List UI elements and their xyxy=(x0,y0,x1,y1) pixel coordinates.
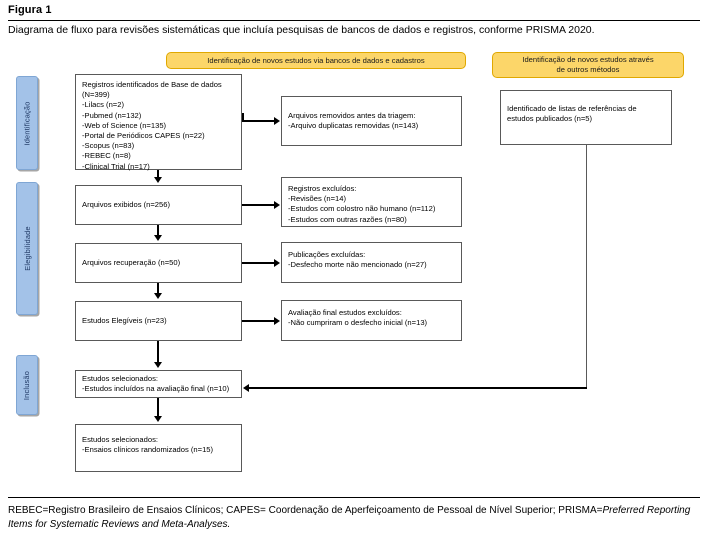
connector-identified-riser xyxy=(242,113,244,122)
phase-elegibilidade: Elegibilidade xyxy=(16,182,38,315)
box-records-screened: Arquivos exibidos (n=256) xyxy=(75,185,242,225)
connector-lists-down xyxy=(586,145,587,388)
figure-caption: Diagrama de fluxo para revisões sistemát… xyxy=(8,24,595,36)
box-reports-excluded: Publicações excluídas: -Desfecho morte n… xyxy=(281,242,462,283)
arrowhead-identified-to-screened xyxy=(154,177,162,183)
arrowhead-screened-to-excluded xyxy=(274,201,280,209)
connector-retrieved-to-reports-excluded xyxy=(242,262,276,264)
box-identified-from-lists: Identificado de listas de referências de… xyxy=(500,90,672,145)
arrowhead-eligible-to-final-excluded xyxy=(274,317,280,325)
box-records-excluded: Registros excluídos: -Revisões (n=14) -E… xyxy=(281,177,462,227)
footnote-italic-text: Preferred Reporting Items for Systematic… xyxy=(8,505,691,530)
connector-screened-to-retrieved xyxy=(157,225,159,236)
footnote-plain-text: REBEC=Registro Brasileiro de Ensaios Clí… xyxy=(8,505,603,516)
arrowhead-retrieved-to-eligible xyxy=(154,293,162,299)
arrowhead-selected-to-rcts xyxy=(154,416,162,422)
banner-other-methods: Identificação de novos estudos através d… xyxy=(492,52,684,78)
phase-elegibilidade-label: Elegibilidade xyxy=(22,226,32,271)
connector-lists-to-selected xyxy=(249,387,587,389)
footnote-divider xyxy=(8,497,700,498)
phase-inclusao: Inclusão xyxy=(16,355,38,415)
phase-identificacao: Identificação xyxy=(16,76,38,170)
box-records-removed: Arquivos removidos antes da triagem: -Ar… xyxy=(281,96,462,146)
connector-selected-to-rcts xyxy=(157,398,159,417)
figure-label: Figura 1 xyxy=(8,4,52,16)
arrowhead-identified-to-removed xyxy=(274,117,280,125)
phase-inclusao-label: Inclusão xyxy=(22,370,32,400)
connector-eligible-to-selected xyxy=(157,341,159,363)
box-reports-retrieved: Arquivos recuperação (n=50) xyxy=(75,243,242,283)
box-records-identified: Registros identificados de Base de dados… xyxy=(75,74,242,171)
arrowhead-retrieved-to-reports-excluded xyxy=(274,259,280,267)
title-divider xyxy=(8,20,700,21)
connector-screened-to-excluded xyxy=(242,204,276,206)
connector-retrieved-to-eligible xyxy=(157,283,159,294)
figure-footnote: REBEC=Registro Brasileiro de Ensaios Clí… xyxy=(8,504,702,532)
phase-identificacao-label: Identificação xyxy=(22,100,32,146)
arrowhead-eligible-to-selected xyxy=(154,362,162,368)
banner-databases-registers: Identificação de novos estudos via banco… xyxy=(166,52,466,69)
box-selected-rcts: Estudos selecionados: -Ensaios clínicos … xyxy=(75,424,242,472)
box-selected-included: Estudos selecionados: -Estudos incluídos… xyxy=(75,370,242,398)
connector-eligible-to-final-excluded xyxy=(242,320,276,322)
connector-identified-to-removed xyxy=(242,120,276,122)
arrowhead-lists-to-selected xyxy=(243,384,249,392)
box-eligible-studies: Estudos Elegíveis (n=23) xyxy=(75,301,242,341)
connector-identified-to-screened xyxy=(157,170,159,179)
arrowhead-screened-to-retrieved xyxy=(154,235,162,241)
box-final-assessment-excluded: Avaliação final estudos excluídos: -Não … xyxy=(281,300,462,341)
